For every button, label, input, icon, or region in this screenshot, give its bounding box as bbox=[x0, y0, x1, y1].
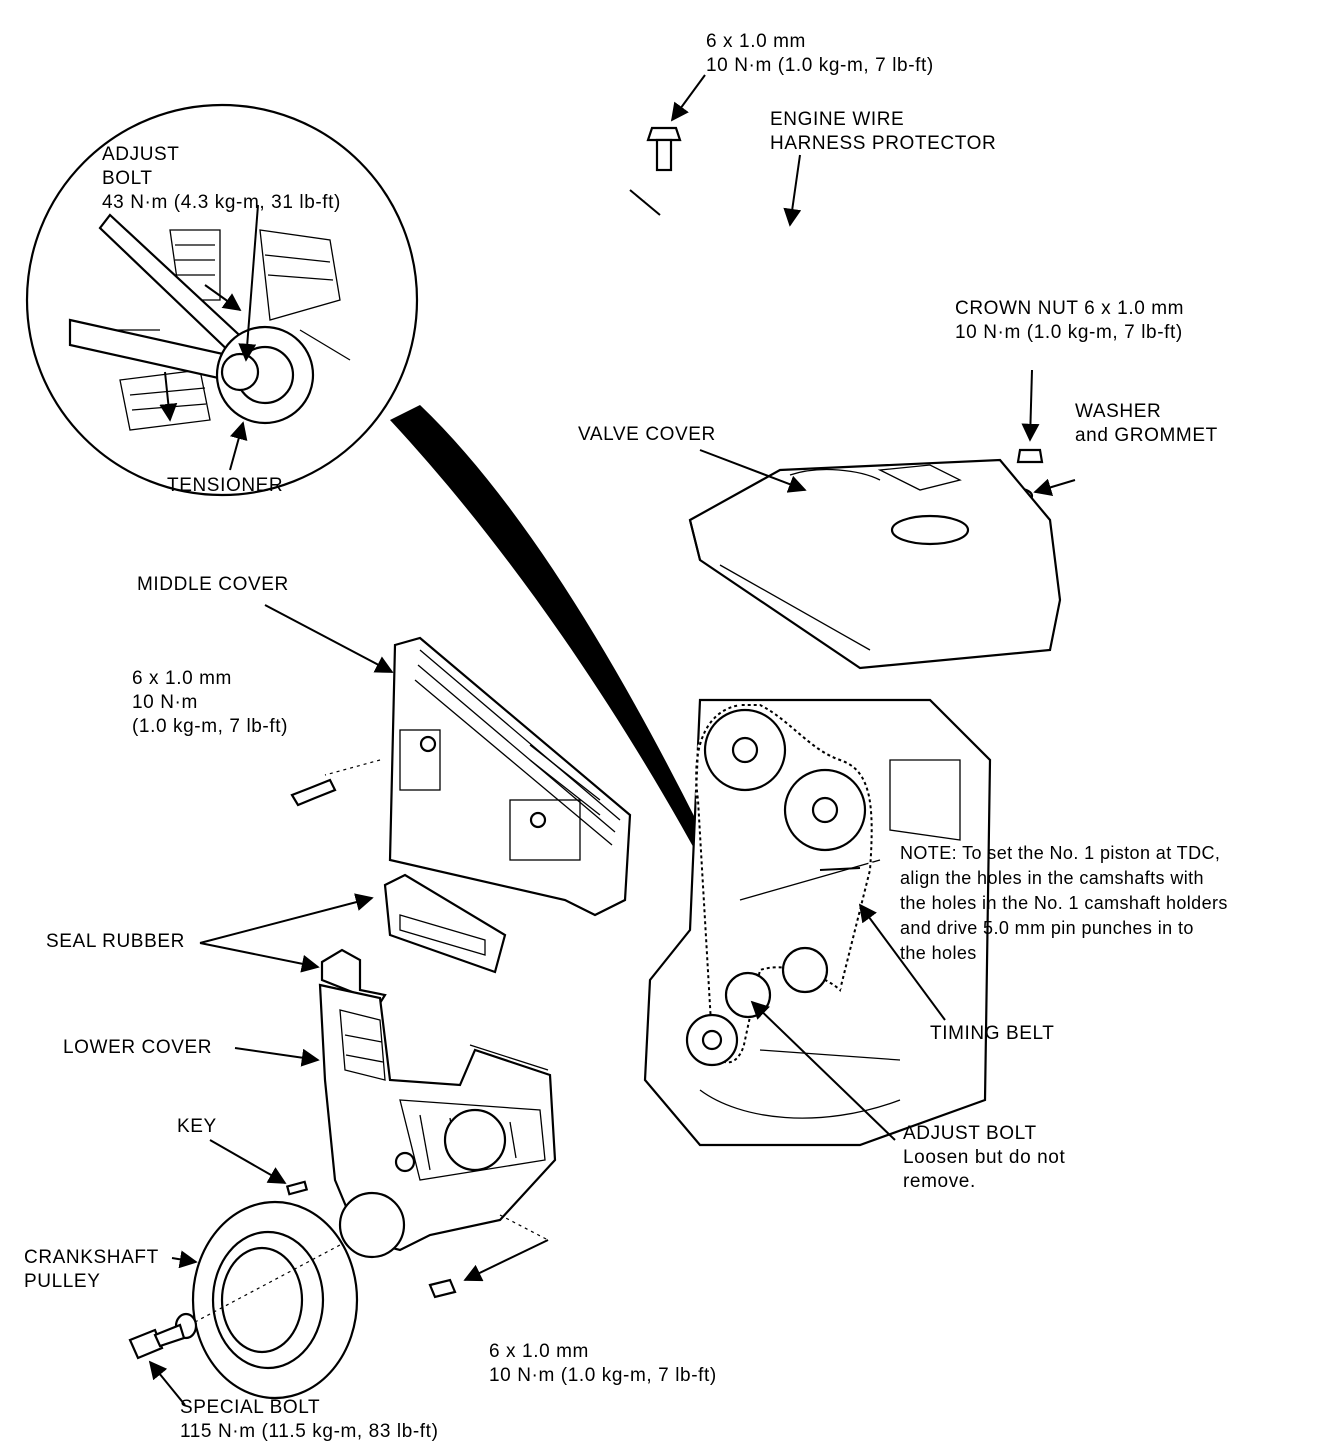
wire-harness-label: ENGINE WIRE HARNESS PROTECTOR bbox=[770, 109, 997, 154]
lower-cover bbox=[234, 983, 557, 1299]
lower-cover-label: LOWER COVER bbox=[63, 1037, 213, 1058]
special-bolt-label: SPECIAL BOLT 115 N·m (11.5 kg-m, 83 lb-f… bbox=[180, 1397, 439, 1442]
timing-belt-label: TIMING BELT bbox=[930, 1023, 1055, 1044]
cam-sprocket-2 bbox=[783, 768, 867, 852]
washer-grommet-label: WASHER and GROMMET bbox=[1075, 401, 1218, 446]
top-bolt-size: 6 x 1.0 mm bbox=[706, 31, 806, 52]
tensioner-pulley bbox=[724, 971, 772, 1019]
crankshaft-pulley bbox=[128, 1200, 359, 1406]
seal-rubber-label: SEAL RUBBER bbox=[46, 931, 185, 952]
tensioner-inset bbox=[25, 103, 419, 497]
top-bolt bbox=[646, 74, 706, 172]
top-bolt-label: 6 x 1.0 mm 10 N·m (1.0 kg-m, 7 lb-ft) bbox=[706, 30, 934, 78]
middle-bolt-label: 6 x 1.0 mm 10 N·m (1.0 kg-m, 7 lb-ft) bbox=[132, 668, 289, 737]
key-part bbox=[209, 1139, 309, 1196]
valve-cover bbox=[688, 449, 1062, 670]
valve-cover-label: VALVE COVER bbox=[578, 424, 716, 445]
key-label: KEY bbox=[177, 1116, 217, 1137]
tdc-note: NOTE: To set the No. 1 piston at TDC, al… bbox=[900, 843, 1228, 963]
inset-adjust-bolt-label: ADJUST BOLT 43 N·m (4.3 kg-m, 31 lb-ft) bbox=[102, 144, 341, 213]
wire-harness-protector bbox=[629, 154, 913, 440]
cam-sprocket-1 bbox=[703, 708, 787, 792]
crown-nut-label: CROWN NUT 6 x 1.0 mm 10 N·m (1.0 kg-m, 7… bbox=[955, 298, 1185, 343]
top-bolt-torque: 10 N·m (1.0 kg-m, 7 lb-ft) bbox=[706, 55, 934, 76]
middle-cover bbox=[264, 604, 632, 917]
seal-rubber bbox=[199, 873, 507, 1005]
crown-nut bbox=[1016, 369, 1044, 464]
engine-block bbox=[643, 698, 992, 1147]
adjust-bolt-label: ADJUST BOLT Loosen but do not remove. bbox=[903, 1123, 1066, 1192]
tensioner-label: TENSIONER bbox=[167, 475, 284, 496]
middle-cover-label: MIDDLE COVER bbox=[137, 574, 289, 595]
lower-bolt-label: 6 x 1.0 mm 10 N·m (1.0 kg-m, 7 lb-ft) bbox=[489, 1341, 717, 1386]
crankshaft-pulley-label: CRANKSHAFT PULLEY bbox=[24, 1247, 159, 1292]
